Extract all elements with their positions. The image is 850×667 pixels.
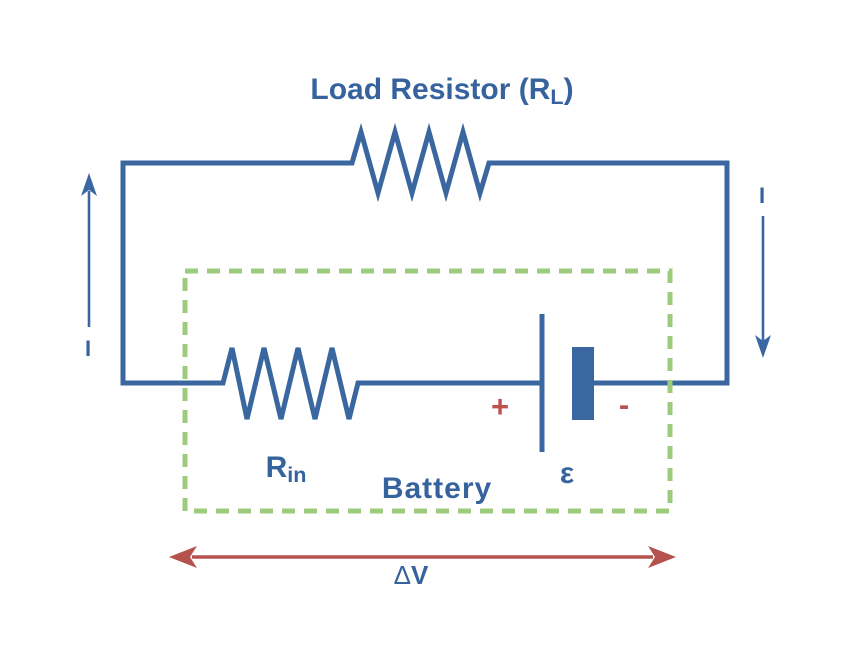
battery-boundary-box (182, 268, 673, 514)
load-resistor-subscript: L (550, 83, 564, 109)
internal-resistance-subscript: in (287, 461, 307, 487)
internal-resistance-label: Rin (236, 451, 336, 492)
delta-v-label: ΔV (371, 560, 451, 590)
load-resistor-label-text: Load Resistor (R (310, 73, 551, 106)
circuit-loop-with-resistors (120, 122, 730, 420)
positive-terminal-sign: + (490, 389, 510, 424)
battery-label: Battery (381, 472, 493, 505)
current-label-right: I (758, 183, 766, 208)
internal-resistance-symbol: R (265, 451, 288, 484)
delta-glyph: Δ (393, 560, 412, 590)
battery-negative-plate (572, 347, 594, 420)
current-arrow-up-head (81, 173, 97, 196)
load-resistor-label: Load Resistor (RL) (292, 72, 592, 115)
v-glyph: V (411, 560, 429, 590)
current-label-left: I (84, 336, 92, 361)
negative-terminal-sign: - (618, 387, 630, 422)
load-resistor-label-suffix: ) (563, 73, 574, 106)
delta-v-arrow-left-head (169, 546, 197, 568)
emf-symbol: ε (559, 457, 575, 490)
delta-v-arrow-right-head (648, 546, 676, 568)
current-arrow-down-head (755, 335, 771, 358)
